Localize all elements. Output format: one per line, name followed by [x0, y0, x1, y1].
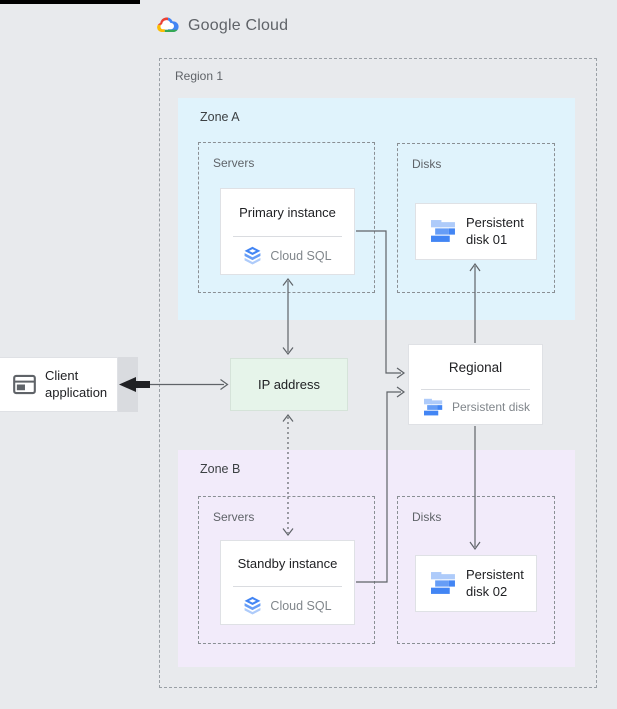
ip-address-label: IP address [258, 377, 320, 392]
regional-title: Regional [448, 359, 503, 375]
google-cloud-wordmark: Google Cloud [188, 17, 289, 34]
persistent-disk-icon [431, 571, 456, 596]
card-divider [233, 586, 342, 587]
zone-a-label: Zone A [200, 110, 240, 124]
persistent-disk-02-card: Persistent disk 02 [415, 555, 537, 612]
zone-b-servers-label: Servers [213, 510, 255, 524]
cloud-sql-icon [243, 596, 262, 615]
cloud-sql-label: Cloud SQL [270, 598, 332, 613]
primary-instance-title: Primary instance [239, 205, 336, 220]
persistent-disk-02-label: Persistent disk 02 [466, 567, 524, 599]
google-cloud-logo: Google Cloud [154, 15, 288, 37]
zone-a-servers-label: Servers [213, 156, 255, 170]
zone-a-disks-group [397, 143, 555, 293]
card-divider [233, 236, 342, 237]
region-label: Region 1 [175, 69, 224, 83]
persistent-disk-icon [431, 219, 456, 244]
client-app-icon [13, 374, 36, 395]
persistent-disk-01-card: Persistent disk 01 [415, 203, 537, 260]
primary-instance-card: Primary instance Cloud SQL [220, 188, 355, 275]
ip-address-box: IP address [230, 358, 348, 411]
zone-a-servers-group [198, 142, 375, 293]
persistent-disk-01-label: Persistent disk 01 [466, 215, 524, 247]
card-divider [421, 389, 530, 390]
cloud-sql-label: Cloud SQL [270, 248, 332, 263]
region-container [159, 58, 597, 688]
top-black-bar [0, 0, 140, 4]
zone-b-label: Zone B [200, 462, 241, 476]
client-application-card: Client application [0, 357, 118, 412]
regional-subtitle: Persistent disk [452, 400, 531, 414]
zone-b-disks-label: Disks [412, 510, 442, 524]
regional-disk-card: Regional Persistent disk [408, 344, 543, 425]
standby-instance-card: Standby instance Cloud SQL [220, 540, 355, 625]
client-card-shadow [118, 357, 138, 412]
persistent-disk-icon [424, 398, 443, 417]
client-application-label: Client application [45, 368, 108, 400]
google-cloud-icon [154, 15, 181, 37]
cloud-sql-icon [243, 246, 262, 265]
standby-instance-title: Standby instance [237, 556, 338, 571]
zone-a-disks-label: Disks [412, 157, 442, 171]
